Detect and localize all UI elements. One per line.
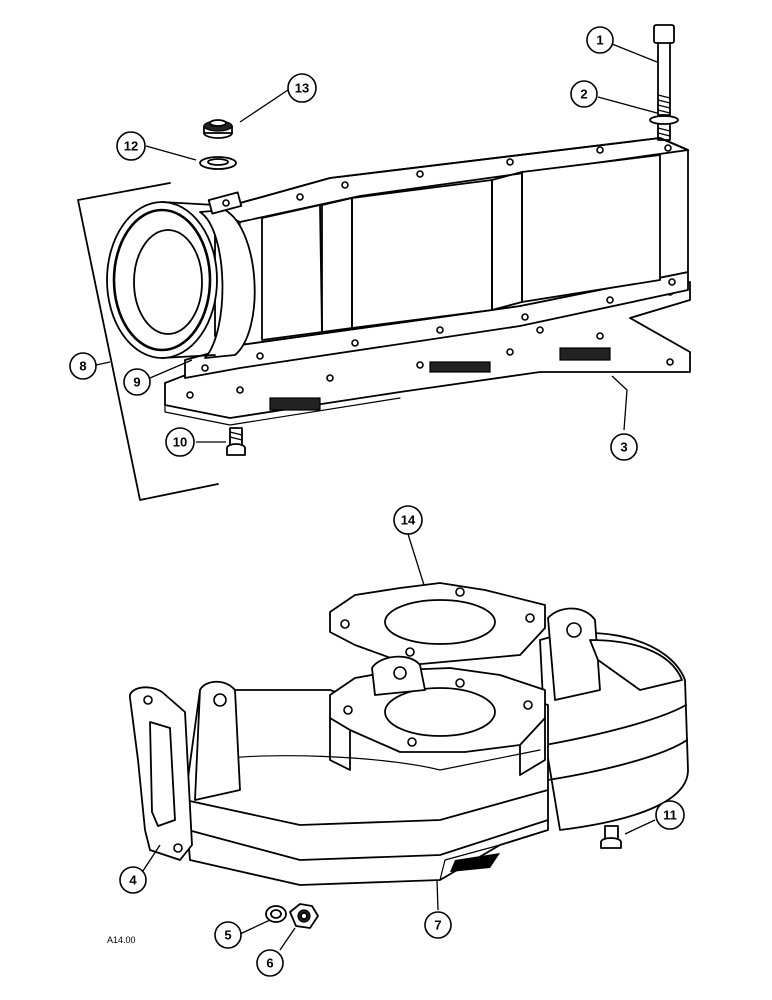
callout-1: 1: [586, 26, 614, 54]
callout-label: 11: [663, 808, 677, 823]
washer: [265, 905, 287, 923]
callout-7: 7: [424, 911, 452, 939]
callout-2: 2: [570, 80, 598, 108]
inlet-manifold-assembly: [77, 137, 691, 501]
callout-5: 5: [214, 921, 242, 949]
manifold-stud: [226, 427, 246, 456]
leader-lines: [95, 43, 658, 951]
callout-14: 14: [393, 505, 423, 535]
callout-9: 9: [123, 368, 151, 396]
callout-13: 13: [287, 73, 317, 103]
exhaust-gasket: [129, 686, 193, 861]
plug: [203, 119, 233, 139]
callout-12: 12: [116, 131, 146, 161]
sealing-washer: [199, 156, 237, 170]
callout-label: 1: [596, 33, 603, 48]
exhaust-manifold-assembly: [129, 582, 689, 886]
callout-label: 7: [434, 918, 441, 933]
nut: [289, 903, 319, 929]
callout-label: 13: [295, 81, 309, 96]
callout-8: 8: [69, 352, 97, 380]
callout-label: 3: [620, 440, 627, 455]
inlet-pipe: [106, 191, 256, 359]
callout-11: 11: [655, 800, 685, 830]
callout-3: 3: [610, 433, 638, 461]
bolt: [653, 24, 675, 116]
callout-label: 14: [401, 513, 416, 528]
callout-label: 4: [129, 873, 137, 888]
callout-label: 9: [133, 375, 140, 390]
callout-6: 6: [256, 949, 284, 977]
callout-10: 10: [165, 427, 195, 457]
callout-label: 6: [266, 956, 273, 971]
exhaust-manifold-body: [184, 607, 689, 886]
callout-label: 12: [124, 139, 138, 154]
inlet-manifold-body: [214, 137, 689, 346]
callout-label: 8: [79, 359, 86, 374]
callout-label: 10: [173, 435, 187, 450]
assembly-bracket: [77, 182, 219, 501]
elbow-gasket: [329, 582, 546, 666]
drain-plug: [600, 825, 622, 849]
figure-reference-code: A14.00: [107, 935, 136, 945]
callout-label: 2: [580, 87, 587, 102]
washer: [649, 115, 679, 141]
callout-label: 5: [224, 928, 231, 943]
callout-4: 4: [119, 866, 147, 894]
